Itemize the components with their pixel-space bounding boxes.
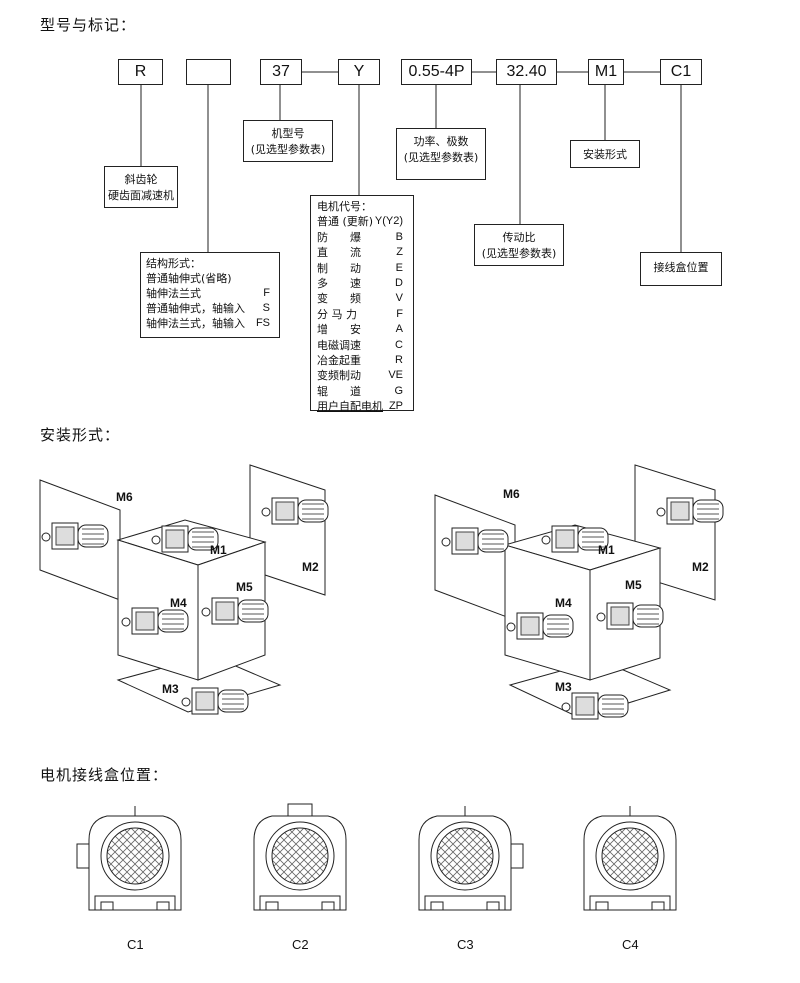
mount-label-m1-right: M1 — [598, 543, 615, 557]
terminal-heading: 电机接线盒位置： — [40, 766, 169, 784]
code-frame-size: 37 — [260, 59, 302, 85]
structure-title: 结构形式： — [146, 257, 201, 270]
terminal-label-c4: C4 — [622, 937, 639, 952]
mount-label-m5-right: M5 — [625, 578, 642, 592]
mount-label-m1-left: M1 — [210, 543, 227, 557]
model-heading: 型号与标记： — [40, 16, 137, 34]
motor-title: 电机代号： — [317, 200, 372, 213]
terminal-label-c2: C2 — [292, 937, 309, 952]
desc-terminal: 接线盒位置 — [640, 252, 722, 286]
mount-label-m2-right: M2 — [692, 560, 709, 574]
terminal-box-diagrams — [76, 803, 677, 911]
mounting-diagrams — [39, 464, 724, 720]
model-code-connectors — [140, 71, 682, 252]
desc-mounting: 安装形式 — [570, 140, 640, 168]
code-mounting: M1 — [588, 59, 624, 85]
mount-label-m4-right: M4 — [555, 596, 572, 610]
structure-row: 普通轴伸式(省略) — [146, 272, 232, 285]
mount-label-m6-left: M6 — [116, 490, 133, 504]
code-series: R — [118, 59, 163, 85]
mount-label-m3-right: M3 — [555, 680, 572, 694]
mounting-heading: 安装形式： — [40, 426, 121, 444]
terminal-label-c3: C3 — [457, 937, 474, 952]
desc-helical: 斜齿轮硬齿面减速机 — [104, 166, 178, 208]
desc-ratio: 传动比(见选型参数表) — [474, 224, 564, 266]
desc-power: 功率、极数(见选型参数表) — [396, 128, 486, 180]
code-motor-type: Y — [338, 59, 380, 85]
mount-label-m5-left: M5 — [236, 580, 253, 594]
code-terminal-box: C1 — [660, 59, 702, 85]
code-ratio: 32.40 — [496, 59, 557, 85]
mount-label-m6-right: M6 — [503, 487, 520, 501]
mount-label-m4-left: M4 — [170, 596, 187, 610]
terminal-label-c1: C1 — [127, 937, 144, 952]
mount-label-m3-left: M3 — [162, 682, 179, 696]
code-structure — [186, 59, 231, 85]
motor-row: 普通 (更新)Y(Y2) — [317, 215, 403, 229]
mount-label-m2-left: M2 — [302, 560, 319, 574]
code-power-poles: 0.55-4P — [401, 59, 472, 85]
desc-frame: 机型号(见选型参数表) — [243, 120, 333, 162]
